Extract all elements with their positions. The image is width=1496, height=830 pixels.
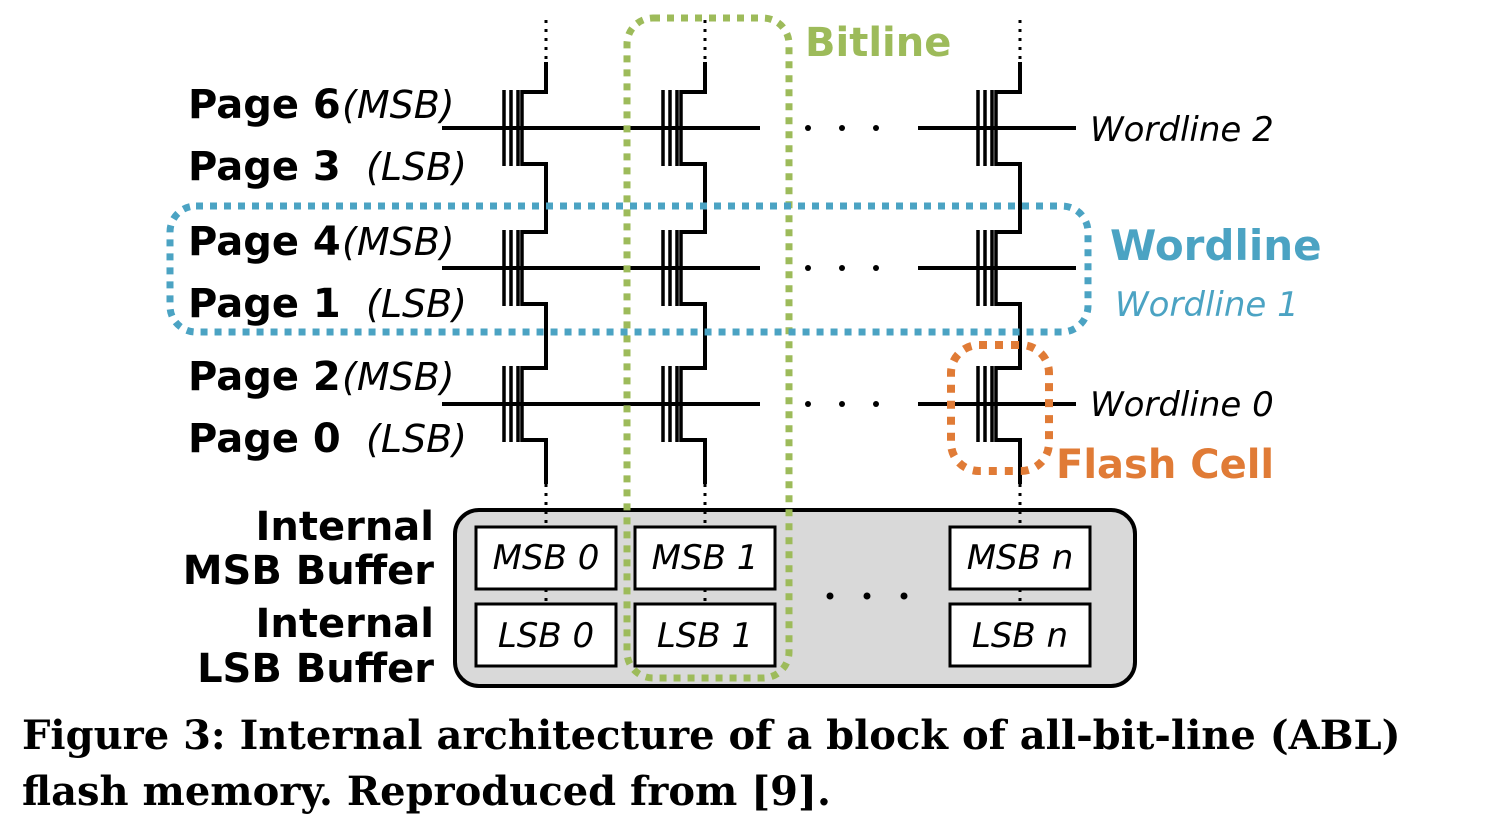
- msb-buffer-label-line2: MSB Buffer: [183, 548, 435, 594]
- bitline-highlight: [623, 14, 793, 682]
- page-4-label: Page 4: [188, 219, 341, 265]
- wordline-title: Wordline: [1110, 221, 1322, 270]
- cell-drain: [681, 86, 707, 94]
- ellipsis-dot: [873, 401, 879, 407]
- cell-drain: [681, 226, 707, 234]
- page-3-label: Page 3: [188, 144, 341, 190]
- ellipsis-dot: [805, 125, 811, 131]
- wordline-0-label: Wordline 0: [1090, 385, 1274, 425]
- lsb-buffer-cell: [948, 602, 1092, 668]
- lsb-buffer-label-line1: Internal: [255, 601, 434, 647]
- lsb-buffer-cell: [633, 602, 777, 668]
- ellipsis-dot: [805, 265, 811, 271]
- msb-buffer-cell: [633, 525, 777, 591]
- page-6-bit: (MSB): [342, 83, 455, 127]
- cell-drain: [996, 226, 1022, 234]
- wordline-2-label: Wordline 2: [1090, 110, 1274, 150]
- cell-source: [522, 302, 548, 330]
- page-6-label: Page 6: [188, 82, 341, 128]
- lsb-n-cell: LSB n: [972, 616, 1068, 656]
- ellipsis-dot: [839, 265, 845, 271]
- lsb-buffer-cell: [474, 602, 618, 668]
- msb-buffer-label-line1: Internal: [255, 504, 434, 550]
- cell-drain: [522, 226, 548, 234]
- page-2-label: Page 2: [188, 354, 341, 400]
- lsb-1-cell: LSB 1: [657, 616, 753, 656]
- figure-caption: Figure 3: Internal architecture of a blo…: [22, 712, 1401, 815]
- msb-n-cell: MSB n: [967, 538, 1074, 578]
- cell-source: [996, 302, 1022, 330]
- lsb-buffer-label-line2: LSB Buffer: [197, 646, 434, 692]
- flash-cell-highlight: [947, 341, 1053, 475]
- page-2-bit: (MSB): [342, 355, 455, 399]
- cell-source: [522, 438, 548, 466]
- wordline-1-label: Wordline 1: [1115, 285, 1299, 325]
- msb-0-cell: MSB 0: [493, 538, 600, 578]
- cell-drain: [522, 86, 548, 94]
- flash-cell-label: Flash Cell: [1056, 442, 1274, 488]
- cell-source: [681, 162, 707, 190]
- cell-source: [522, 162, 548, 190]
- ellipsis-dot: [839, 401, 845, 407]
- cell-source: [681, 302, 707, 330]
- cell-drain: [996, 362, 1022, 370]
- cell-drain: [522, 362, 548, 370]
- ellipsis-dot: [863, 592, 871, 600]
- abl-block-diagram: Bitline Wordline Wordline 1 Flash Cell W…: [166, 14, 1322, 692]
- ellipsis-dot: [826, 592, 834, 600]
- cell-drain: [681, 362, 707, 370]
- cell-source: [681, 438, 707, 466]
- flash-cell-array: [442, 20, 1137, 688]
- ellipsis-dot: [805, 401, 811, 407]
- cell-drain: [996, 86, 1022, 94]
- lsb-0-cell: LSB 0: [498, 616, 594, 656]
- ellipsis-dot: [839, 125, 845, 131]
- ellipsis-dot: [873, 125, 879, 131]
- page-1-label: Page 1: [188, 281, 341, 327]
- page-0-label: Page 0: [188, 416, 341, 462]
- page-3-bit: (LSB): [366, 145, 467, 189]
- msb-buffer-cell: [474, 525, 618, 591]
- bitline-label: Bitline: [805, 20, 951, 66]
- ellipsis-dot: [873, 265, 879, 271]
- ellipsis-dot: [900, 592, 908, 600]
- page-4-bit: (MSB): [342, 220, 455, 264]
- wordline-highlight: [166, 202, 1092, 336]
- msb-1-cell: MSB 1: [652, 538, 759, 578]
- page-1-bit: (LSB): [366, 282, 467, 326]
- cell-source: [996, 162, 1022, 190]
- page-0-bit: (LSB): [366, 417, 467, 461]
- cell-source: [996, 438, 1022, 466]
